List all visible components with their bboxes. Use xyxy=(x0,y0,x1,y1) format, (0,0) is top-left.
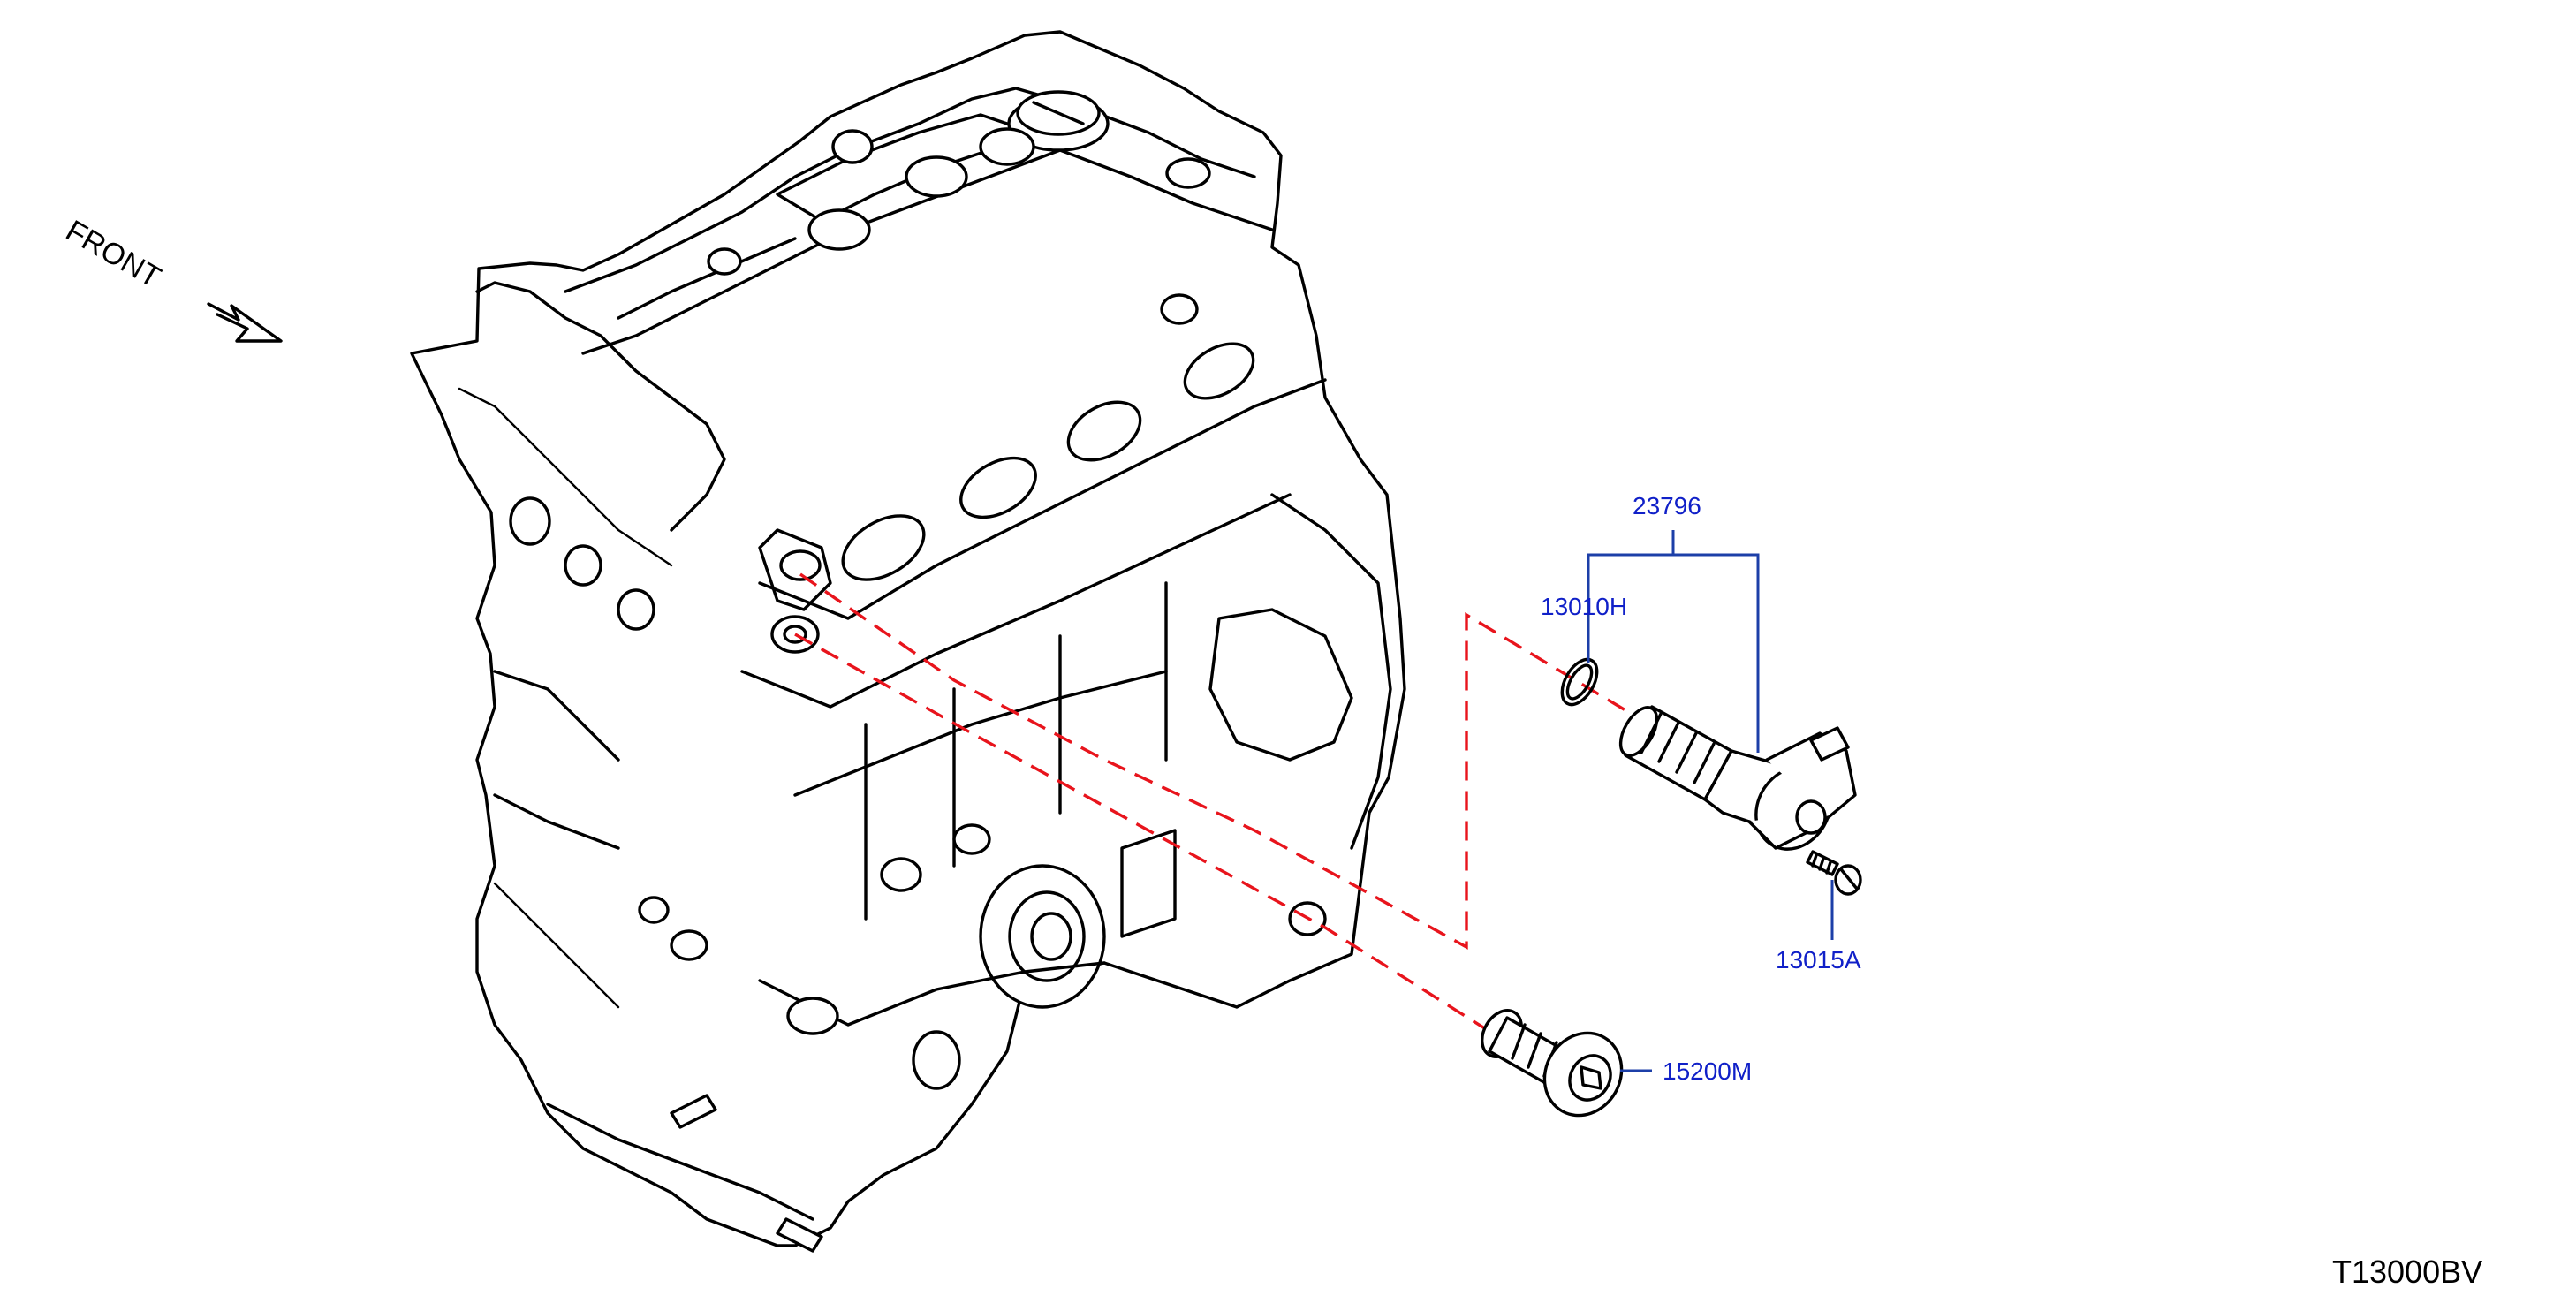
front-label: FRONT xyxy=(60,214,166,294)
part-solenoid-valve xyxy=(1618,705,1857,851)
assembly-line-filter xyxy=(794,633,1494,1035)
drawing-code: T13000BV xyxy=(2332,1254,2482,1290)
callout-23796 xyxy=(1587,530,1760,753)
front-indicator: FRONT xyxy=(60,214,283,343)
part-oring xyxy=(1560,657,1599,707)
part-labels: 23796 13010H 13015A 15200M xyxy=(1541,492,1861,1085)
assembly-line-solenoid xyxy=(799,572,1812,950)
engine-block xyxy=(410,30,1406,1253)
part-bolt xyxy=(1806,850,1862,896)
front-arrow-icon xyxy=(207,302,283,343)
part-label-13015A: 13015A xyxy=(1776,946,1861,974)
part-label-15200M: 15200M xyxy=(1663,1057,1752,1085)
part-label-23796: 23796 xyxy=(1633,492,1701,519)
callout-lines xyxy=(1587,530,1834,1072)
part-oil-strainer xyxy=(1481,1009,1624,1118)
assembly-lines xyxy=(794,572,1812,1035)
part-label-13010H: 13010H xyxy=(1541,593,1627,620)
